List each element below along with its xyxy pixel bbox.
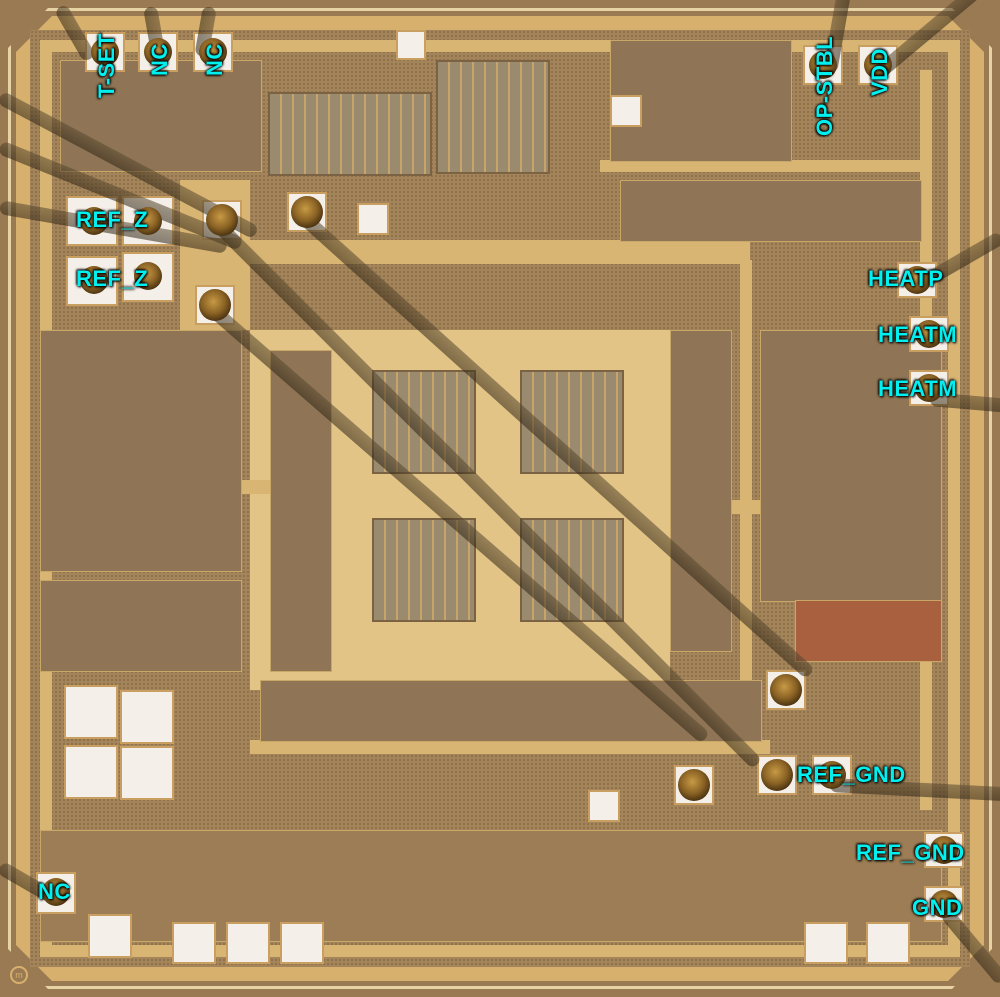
circuit-block [620, 180, 922, 242]
pin-label-ref-gnd-2: REF_GND [856, 840, 965, 865]
manufacturer-logo: m [10, 966, 28, 984]
bond-ball [915, 320, 943, 348]
circuit-block [60, 60, 262, 172]
bond-ball [206, 204, 238, 236]
bond-ball [770, 674, 802, 706]
pin-label-op-stbl: OP-STBL [812, 35, 837, 136]
bond-ball [144, 38, 172, 66]
bond-ball [915, 374, 943, 402]
bond-ball [91, 38, 119, 66]
bond-ball [199, 38, 227, 66]
bond-ball [809, 51, 837, 79]
heater-resistor [795, 600, 942, 662]
bond-pad [226, 922, 270, 964]
bond-pad [610, 95, 642, 127]
metal-trace [600, 160, 930, 172]
test-pad [64, 745, 118, 799]
pin-label-heatp: HEATP [868, 266, 944, 291]
bond-ball [930, 836, 958, 864]
test-pad [120, 690, 174, 744]
pin-label-ref-gnd-1: REF_GND [797, 762, 906, 787]
bond-pad [396, 30, 426, 60]
transistor-array [436, 60, 550, 174]
pin-label-heatm-2: HEATM [878, 376, 958, 401]
pin-label-vdd: VDD [867, 48, 892, 96]
bond-ball [864, 51, 892, 79]
bond-ball [134, 207, 162, 235]
transistor-array [268, 92, 432, 176]
pin-label-ref-z-1: REF_Z [76, 207, 149, 232]
bond-ball [80, 207, 108, 235]
bond-ball [291, 196, 323, 228]
bond-ball [134, 262, 162, 290]
bond-pad [172, 922, 216, 964]
test-pad [120, 746, 174, 800]
test-pad [64, 685, 118, 739]
bond-pad [280, 922, 324, 964]
bond-ball [930, 890, 958, 918]
bond-pad [357, 203, 389, 235]
bond-ball [818, 761, 846, 789]
resistor-array-q3 [372, 518, 476, 622]
pin-label-heatm-1: HEATM [878, 322, 958, 347]
pin-label-ref-z-2: REF_Z [76, 266, 149, 291]
metal-trace [250, 740, 770, 754]
metal-trace [740, 260, 752, 700]
bond-pad [88, 914, 132, 958]
seal-ring [8, 8, 992, 989]
pin-label-gnd: GND [912, 895, 963, 920]
analog-block [40, 330, 242, 572]
pin-label-nc-3: NC [38, 879, 71, 904]
bond-pad [804, 922, 848, 964]
pin-label-nc-2: NC [202, 43, 227, 76]
bottom-metal-bus [40, 945, 960, 957]
pin-label-t-set: T-SET [94, 33, 119, 98]
bond-ball [80, 266, 108, 294]
bond-ball [199, 289, 231, 321]
pin-label-nc-1: NC [147, 43, 172, 76]
bond-pad [588, 790, 620, 822]
bond-ball [761, 759, 793, 791]
bond-ball [903, 266, 931, 294]
bond-ball [42, 878, 70, 906]
bond-pad [866, 922, 910, 964]
analog-block [40, 580, 242, 672]
bond-ball [678, 769, 710, 801]
right-metal-bus [948, 40, 960, 957]
